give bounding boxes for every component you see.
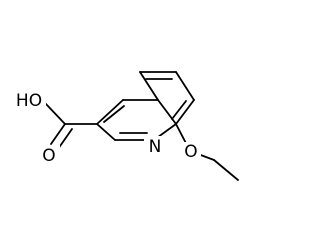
ether-oxygen-mask — [181, 142, 201, 162]
double-bond-carboxyl-o — [57, 128, 73, 150]
structure-canvas: HO O N O — [12, 71, 239, 181]
molecule-drawing: HO O N O — [12, 71, 239, 181]
bond-c7-c8 — [175, 99, 195, 125]
ring-nitrogen-mask — [144, 136, 166, 158]
carbonyl-oxygen-label: O — [42, 146, 55, 166]
bond-c2-c3 — [96, 123, 116, 141]
bond-carboxyl-oh — [45, 103, 66, 125]
double-bond-c7-c8 — [171, 100, 187, 120]
ring-nitrogen-label: N — [149, 137, 162, 157]
ether-oxygen-label: O — [184, 142, 197, 162]
hydroxyl-mask — [12, 90, 46, 112]
bond-c6-c7 — [175, 71, 195, 101]
bond-c3-c4 — [96, 99, 124, 125]
bond-c4a-c8a — [157, 99, 177, 125]
hydroxyl-label: HO — [16, 91, 42, 111]
carbonyl-oxygen-mask — [38, 145, 60, 167]
bond-carboxyl-o — [50, 123, 66, 145]
double-bond-c3-c4 — [103, 105, 125, 123]
bond-ch2-ch3 — [213, 159, 239, 181]
bond-c4a-c5 — [139, 71, 159, 101]
